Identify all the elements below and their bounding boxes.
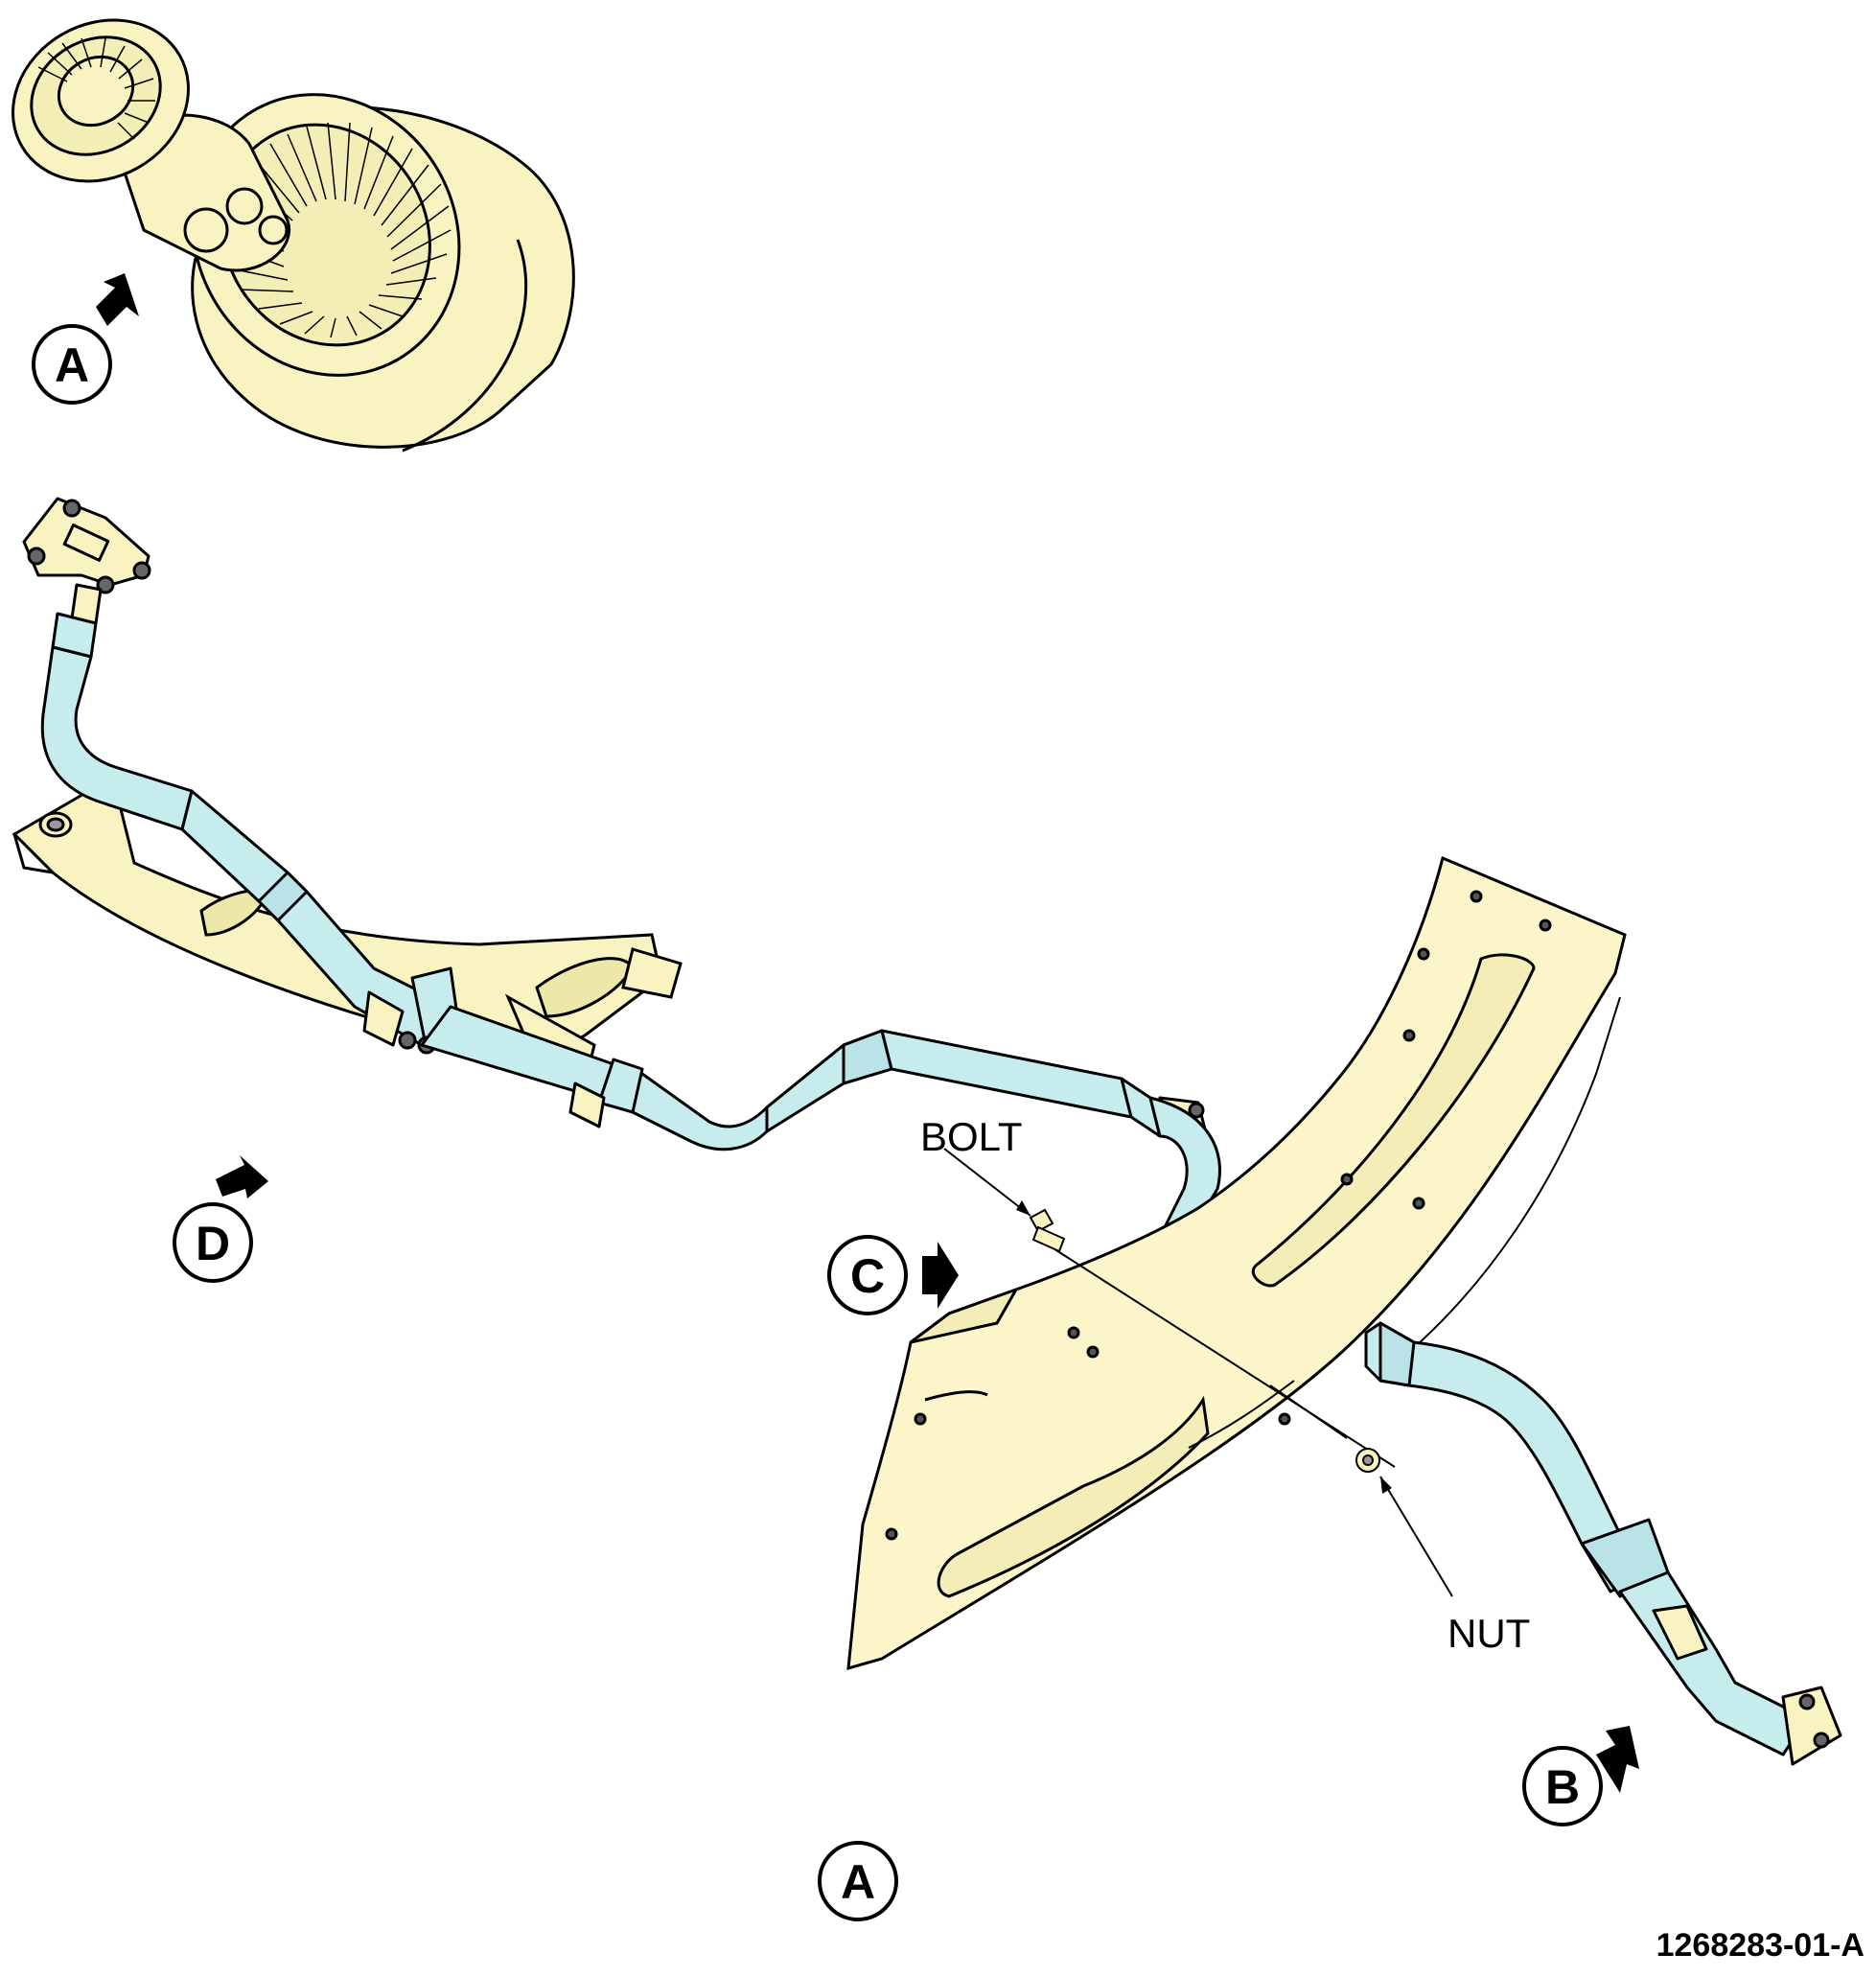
callout-a-view: A <box>32 273 139 405</box>
nut-leader <box>1379 1476 1453 1597</box>
callout-a-bottom-label: A <box>841 1855 875 1909</box>
bolt-leader-arrowhead <box>1016 1200 1031 1216</box>
callout-a-label: A <box>55 338 89 392</box>
callout-d-label: D <box>196 1217 230 1270</box>
arrow-icon <box>1596 1726 1639 1793</box>
callout-b-label: B <box>1545 1760 1580 1814</box>
callout-a-bottom: A <box>818 1841 898 1921</box>
callout-c-view: C <box>827 1235 959 1315</box>
curved-support-panel <box>846 855 1627 1671</box>
callout-d-view: D <box>173 1155 268 1283</box>
nut-label: NUT <box>1448 1611 1530 1656</box>
bolt-leader <box>943 1148 1031 1217</box>
fastener-explode-line <box>1034 1236 1396 1468</box>
arrow-icon <box>216 1155 268 1198</box>
engine-illustration <box>12 18 575 453</box>
nut-part <box>1355 1448 1380 1473</box>
callout-c-label: C <box>850 1249 885 1303</box>
callout-b-view: B <box>1522 1726 1639 1826</box>
arrow-icon <box>922 1242 959 1309</box>
bolt-label: BOLT <box>920 1114 1023 1159</box>
bolt-part <box>1029 1208 1066 1253</box>
lower-right-duct <box>1364 1321 1842 1766</box>
arrow-icon <box>96 273 139 326</box>
left-support-bracket <box>12 779 683 1086</box>
nut-leader-arrowhead <box>1380 1477 1392 1494</box>
figure-number: 1268283-01-A <box>1656 1927 1864 1964</box>
